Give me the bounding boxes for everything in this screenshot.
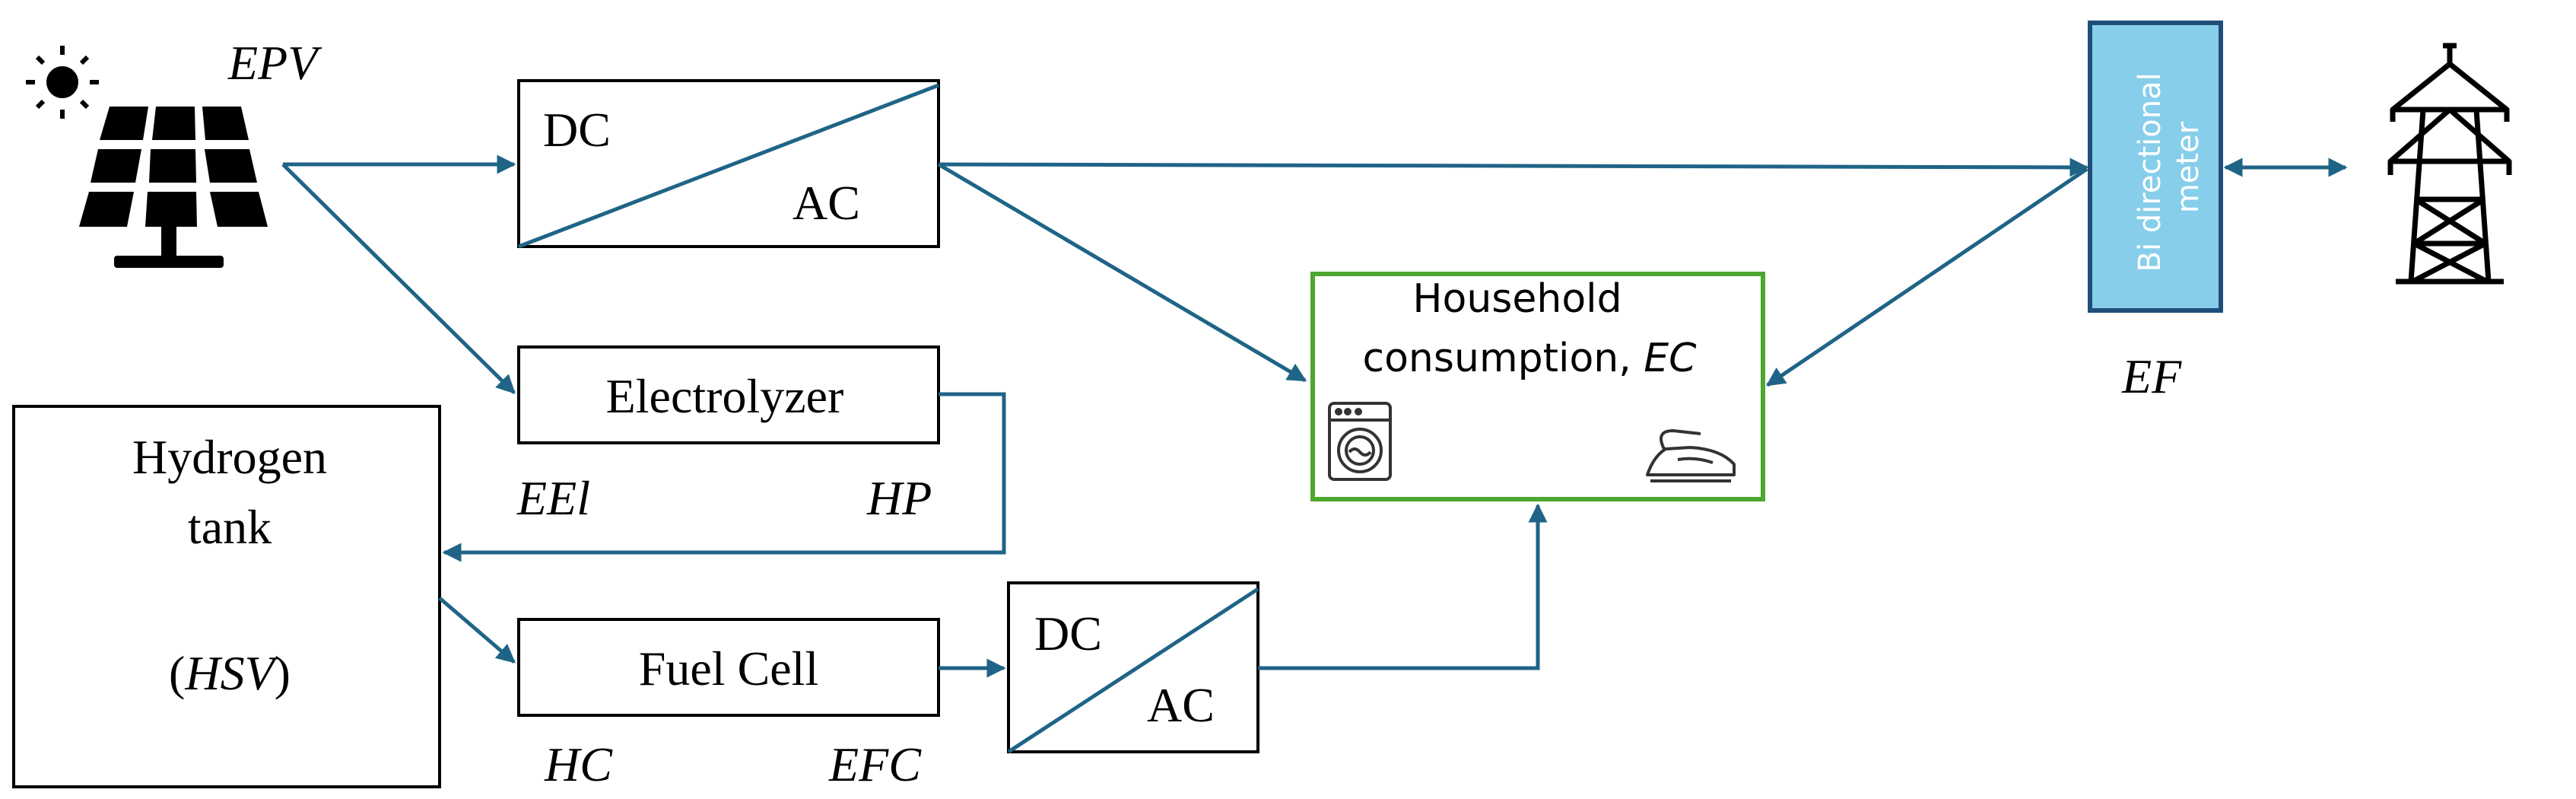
eel-label: EEl: [516, 471, 590, 525]
hp-label: HP: [866, 471, 932, 525]
meter-label-line1: Bi directional: [2133, 72, 2168, 272]
power-tower-icon: [2387, 43, 2512, 285]
hsv-open-paren: (: [169, 646, 185, 700]
meter-label-line2: meter: [2171, 121, 2206, 213]
arrow-dcac-to-household: [937, 162, 1307, 383]
hc-label: HC: [544, 737, 613, 791]
arrow-dcac-to-meter: [938, 158, 2089, 177]
hsv-close-paren: ): [275, 646, 291, 700]
washing-machine-icon: [1328, 402, 1392, 481]
dc-label-bottom: DC: [1034, 606, 1102, 661]
arrow-meter-to-household: [1765, 167, 2088, 387]
arrow-tank-to-fuelcell: [438, 597, 516, 664]
efc-label: EFC: [828, 737, 922, 791]
fuel-cell-box: Fuel Cell: [517, 618, 940, 717]
hydrogen-tank-box: Hydrogen tank (HSV): [12, 405, 441, 788]
electrolyzer-label: Electrolyzer: [606, 369, 844, 423]
household-consumption-box: Household consumption, EC: [1310, 272, 1765, 501]
household-label-line2: consumption, EC: [1363, 336, 1698, 381]
hsv-var: HSV: [184, 646, 279, 700]
sun-icon: [26, 46, 99, 119]
dc-ac-converter-bottom: DC AC: [1007, 581, 1259, 754]
ac-label-top: AC: [792, 176, 860, 230]
hsv-label: (HSV): [169, 646, 291, 700]
ec-label: EC: [1644, 336, 1697, 381]
ac-label-bottom: AC: [1147, 678, 1215, 732]
meter-label: Bi directional meter: [2133, 63, 2206, 272]
hydrogen-label-line1: Hydrogen: [132, 430, 327, 484]
dc-ac-converter-top: DC AC: [517, 79, 940, 249]
hydrogen-label-line2: tank: [188, 500, 272, 554]
household-label-line1: Household: [1412, 276, 1622, 322]
arrow-pv-to-electrolyzer: [281, 163, 516, 394]
arrow-electrolyzer-to-tank: [442, 392, 1006, 562]
flow-arrows: [281, 154, 2348, 678]
solar-panel-icon: [79, 107, 268, 268]
dc-label-top: DC: [543, 103, 611, 157]
ef-label: EF: [2121, 349, 2182, 403]
electrolyzer-box: Electrolyzer: [517, 345, 940, 444]
bidirectional-meter: Bi directional meter: [2088, 21, 2223, 313]
fuel-cell-label: Fuel Cell: [639, 641, 818, 696]
arrow-dcac-to-household-bottom: [1258, 503, 1548, 670]
iron-icon: [1646, 429, 1736, 482]
household-label-prefix: consumption,: [1363, 336, 1644, 381]
epv-label: EPV: [227, 36, 322, 90]
